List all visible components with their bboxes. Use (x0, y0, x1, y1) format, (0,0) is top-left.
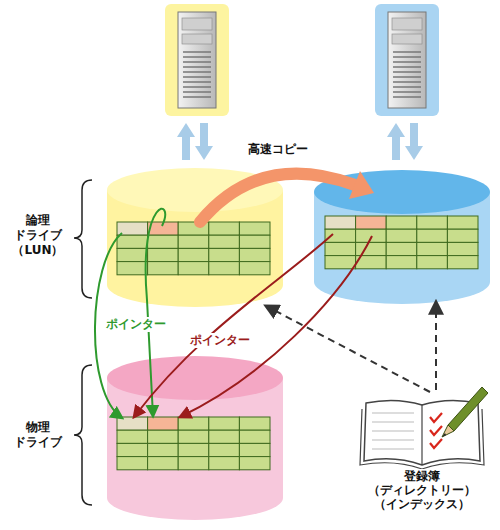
copy-label: 高速コピー (238, 142, 318, 157)
block-table (117, 222, 270, 275)
server-slots (183, 52, 211, 97)
book-icon (356, 383, 488, 469)
copy-arrow (200, 171, 374, 222)
index-arrows (266, 302, 436, 392)
server-slots (393, 52, 421, 97)
block-table (325, 216, 478, 269)
logical-drive-left (107, 168, 283, 307)
logical-drive-right (314, 170, 490, 304)
physical-drive (107, 356, 283, 520)
pointer-label: ポインター (188, 333, 252, 348)
drive-label: 論理 ドライブ （LUN） (3, 213, 73, 258)
server-left (165, 4, 229, 116)
drive-label: 物理 ドライブ (3, 420, 73, 450)
pointer-label: ポインター (104, 317, 168, 332)
server-right (375, 4, 439, 116)
book-label: 登録簿 （ディレクトリー） （インデックス） (356, 469, 488, 511)
bracket (74, 180, 92, 505)
pointer-lines (95, 209, 372, 418)
io-arrows (177, 123, 423, 160)
directory-book: 登録簿 （ディレクトリー） （インデックス） (356, 383, 488, 511)
block-table (117, 417, 270, 470)
